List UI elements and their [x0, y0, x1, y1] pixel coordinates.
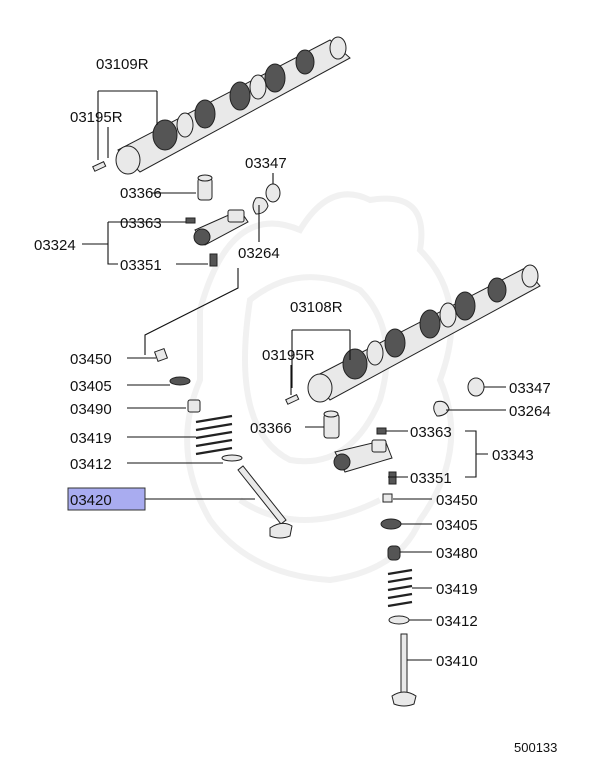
- adjust-screw-right[interactable]: [388, 471, 397, 485]
- label-03412-right[interactable]: 03412: [436, 613, 478, 630]
- diagram-id: 500133: [514, 740, 557, 755]
- rocker-arm-assembly-right[interactable]: [333, 439, 393, 473]
- lash-adjuster-mid[interactable]: [323, 410, 340, 439]
- label-03264-top[interactable]: 03264: [238, 245, 280, 262]
- label-03109r[interactable]: 03109R: [96, 56, 149, 73]
- label-03419-left[interactable]: 03419: [70, 430, 112, 447]
- valve-seal-03480[interactable]: [387, 545, 401, 561]
- pin-upper[interactable]: [185, 217, 196, 224]
- label-03366-mid[interactable]: 03366: [250, 420, 292, 437]
- valve-stem-seal-left-03450[interactable]: [153, 347, 169, 363]
- valve-left-03420[interactable]: [237, 465, 293, 539]
- gasket-03264-upper[interactable]: [252, 197, 269, 215]
- camshaft-upper[interactable]: [115, 36, 351, 175]
- adjust-screw-upper[interactable]: [209, 253, 218, 267]
- valve-spring-right[interactable]: [387, 568, 413, 608]
- valve-seal-03490[interactable]: [187, 399, 201, 413]
- label-03363-top[interactable]: 03363: [120, 215, 162, 232]
- label-03351-right[interactable]: 03351: [410, 470, 452, 487]
- label-03419-right[interactable]: 03419: [436, 581, 478, 598]
- label-03366-top[interactable]: 03366: [120, 185, 162, 202]
- washer-03347-upper[interactable]: [265, 183, 281, 203]
- lash-adjuster-upper[interactable]: [197, 174, 213, 201]
- label-03420[interactable]: 03420: [70, 492, 112, 509]
- valve-right-03410[interactable]: [391, 633, 417, 707]
- label-03450-right[interactable]: 03450: [436, 492, 478, 509]
- retainer-left-03405[interactable]: [169, 376, 191, 386]
- label-03450-left[interactable]: 03450: [70, 351, 112, 368]
- retainer-right-03405[interactable]: [380, 518, 402, 530]
- pin-right[interactable]: [376, 427, 387, 435]
- label-03324[interactable]: 03324: [34, 237, 76, 254]
- gasket-03264-right[interactable]: [433, 400, 450, 417]
- label-03480[interactable]: 03480: [436, 545, 478, 562]
- label-03351-top[interactable]: 03351: [120, 257, 162, 274]
- dowel-pin-upper[interactable]: [92, 160, 107, 172]
- label-03108r[interactable]: 03108R: [290, 299, 343, 316]
- watermark-emblem: [184, 191, 455, 584]
- label-03420-highlight: [67, 487, 146, 511]
- part-labels: 03109R 03195R 03347 03366 03363 03324 03…: [34, 56, 557, 755]
- label-03195r-top[interactable]: 03195R: [70, 109, 123, 126]
- label-03347-right[interactable]: 03347: [509, 380, 551, 397]
- valve-spring-left[interactable]: [195, 414, 233, 456]
- washer-03347-right[interactable]: [467, 377, 485, 397]
- label-03405-right[interactable]: 03405: [436, 517, 478, 534]
- spring-seat-left-03412[interactable]: [221, 454, 243, 462]
- camshaft-lower[interactable]: [307, 264, 541, 403]
- label-03405-left[interactable]: 03405: [70, 378, 112, 395]
- leader-lines: [82, 90, 506, 661]
- label-03195r-mid[interactable]: 03195R: [262, 347, 315, 364]
- dowel-pin-lower[interactable]: [285, 393, 300, 405]
- label-03412-left[interactable]: 03412: [70, 456, 112, 473]
- label-03264-right[interactable]: 03264: [509, 403, 551, 420]
- label-03347-top[interactable]: 03347: [245, 155, 287, 172]
- label-03343[interactable]: 03343: [492, 447, 534, 464]
- label-03490[interactable]: 03490: [70, 401, 112, 418]
- rocker-arm-assembly-upper[interactable]: [193, 209, 249, 246]
- label-03363-right[interactable]: 03363: [410, 424, 452, 441]
- spring-seat-right-03412[interactable]: [388, 615, 410, 625]
- label-03410[interactable]: 03410: [436, 653, 478, 670]
- valve-stem-seal-right-03450[interactable]: [382, 493, 393, 503]
